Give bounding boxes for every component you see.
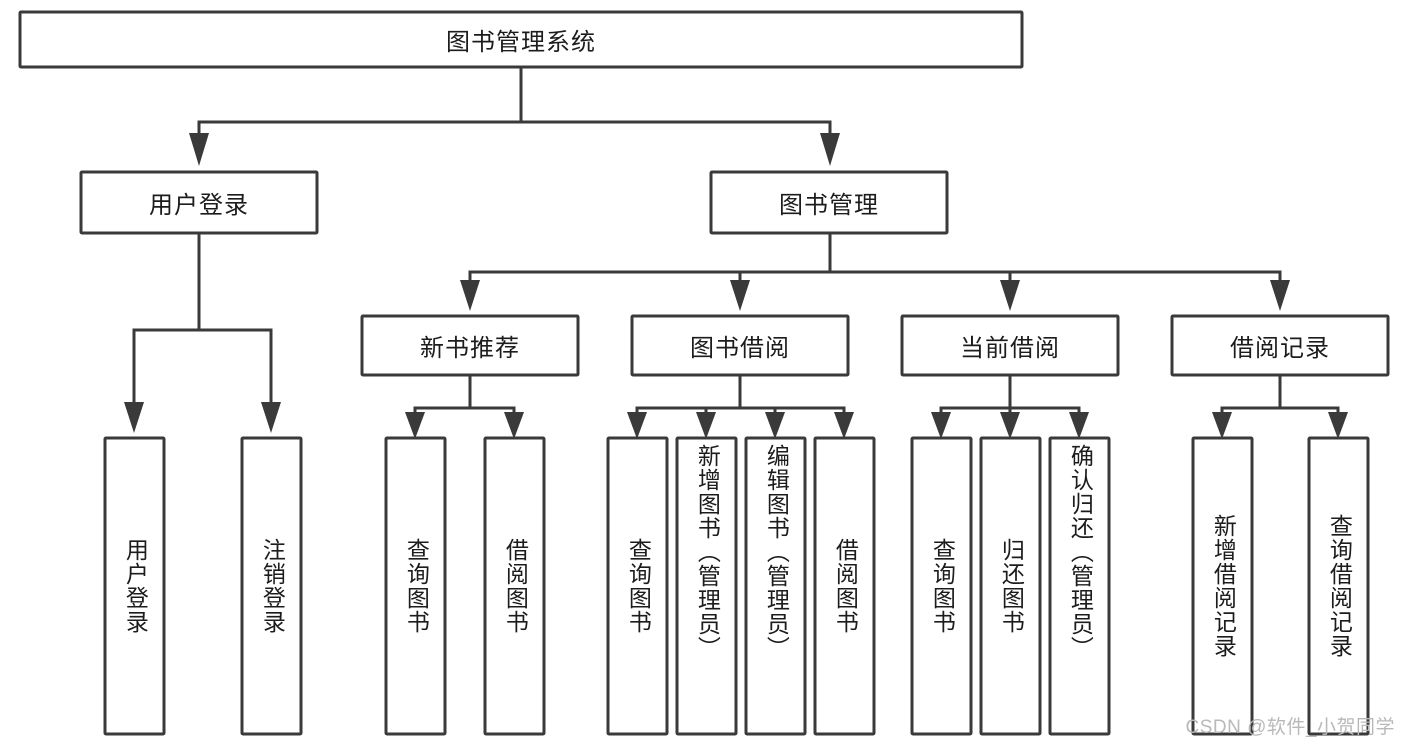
node-box-leaf-borrow-book-1[interactable] [483, 436, 546, 736]
arrow-head-leaf-borrow-book-2 [834, 412, 854, 439]
node-box-leaf-return-book[interactable] [979, 436, 1042, 736]
arrow-head-leaf-query-book-1 [405, 412, 425, 439]
arrow-head-new-book-recommend [460, 280, 480, 311]
node-box-book-management[interactable] [709, 170, 949, 235]
node-box-leaf-query-book-1[interactable] [384, 436, 447, 736]
arrow-head-leaf-user-logout [261, 402, 281, 433]
arrow-head-leaf-edit-book [765, 412, 785, 439]
csdn-watermark: CSDN @软件_小贺同学 [1185, 717, 1395, 738]
node-box-root[interactable] [18, 10, 1024, 69]
connector-group-current-borrow [931, 373, 1089, 439]
connector-group-book-borrow [627, 373, 854, 439]
arrow-head-leaf-user-login [124, 402, 144, 433]
arrow-head-book-management [820, 133, 840, 166]
arrow-head-leaf-query-record [1328, 412, 1348, 439]
node-box-book-borrow[interactable] [630, 314, 850, 377]
arrow-head-leaf-confirm-return [1069, 412, 1089, 439]
connector-group-user-login [124, 231, 281, 433]
node-box-leaf-query-record[interactable] [1307, 436, 1370, 736]
arrow-head-current-borrow [1000, 280, 1020, 311]
node-box-current-borrow[interactable] [900, 314, 1120, 377]
arrow-head-user-login [189, 133, 209, 166]
arrow-head-leaf-return-book [1000, 412, 1020, 439]
node-box-leaf-user-logout[interactable] [240, 436, 303, 736]
node-box-leaf-add-book[interactable] [675, 436, 738, 736]
arrow-head-leaf-query-book-3 [931, 412, 951, 439]
connector-group-borrow-record [1212, 373, 1348, 439]
node-box-leaf-user-login[interactable] [103, 436, 166, 736]
node-box-borrow-record[interactable] [1170, 314, 1390, 377]
arrow-head-borrow-record [1270, 280, 1290, 311]
connector-group-new-book-recommend [405, 373, 524, 439]
node-box-leaf-query-book-2[interactable] [606, 436, 669, 736]
arrow-head-leaf-add-book [696, 412, 716, 439]
arrow-head-leaf-borrow-book-1 [504, 412, 524, 439]
connector-group-root [189, 65, 840, 166]
node-box-leaf-edit-book[interactable] [744, 436, 807, 736]
arrow-head-leaf-query-book-2 [627, 412, 647, 439]
connector-group-book-management [460, 231, 1290, 311]
node-box-leaf-add-record[interactable] [1191, 436, 1254, 736]
node-box-leaf-confirm-return[interactable] [1048, 436, 1111, 736]
arrow-head-leaf-add-record [1212, 412, 1232, 439]
node-box-new-book-recommend[interactable] [360, 314, 580, 377]
arrow-head-book-borrow [730, 280, 750, 311]
node-box-leaf-query-book-3[interactable] [910, 436, 973, 736]
node-box-leaf-borrow-book-2[interactable] [813, 436, 876, 736]
node-box-user-login[interactable] [79, 170, 319, 235]
